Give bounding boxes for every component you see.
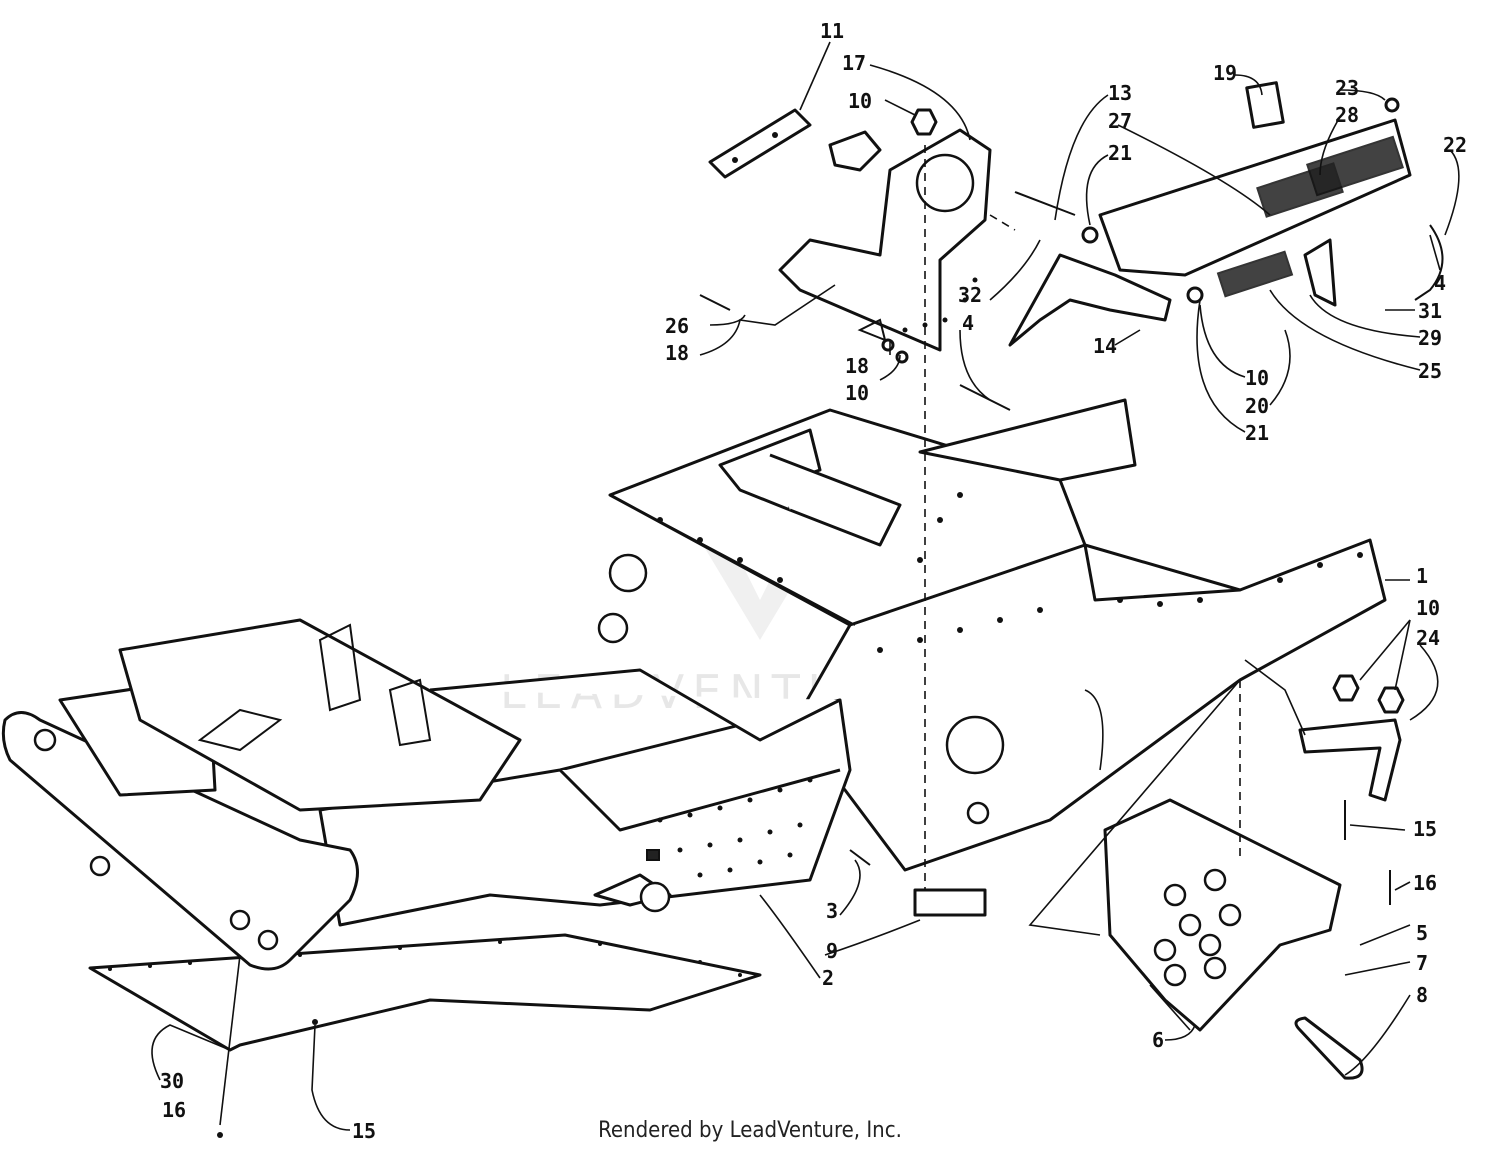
callout-9: 9 (826, 939, 838, 963)
callout-23: 23 (1335, 76, 1359, 100)
footer-credit: Rendered by LeadVenture, Inc. (598, 1118, 902, 1143)
callout-32: 32 (958, 283, 982, 307)
bracket (1008, 253, 1172, 347)
callout-10d: 10 (1416, 596, 1440, 620)
callout-7: 7 (1416, 951, 1428, 975)
callout-6: 6 (1152, 1028, 1164, 1052)
frame-tunnel (597, 398, 1387, 872)
callout-27: 27 (1108, 109, 1132, 133)
callout-28: 28 (1335, 103, 1359, 127)
callout-18a: 18 (665, 341, 689, 365)
callout-4b: 4 (962, 311, 974, 335)
callout-13: 14 (1093, 334, 1117, 358)
mounting-plate (708, 108, 882, 179)
callout-labels: 11 17 10 13 27 21 19 23 28 22 4 31 29 25… (160, 19, 1467, 1143)
footrest (1103, 798, 1342, 1032)
callout-19: 19 (1213, 61, 1237, 85)
callout-17: 17 (842, 51, 866, 75)
steering-post (778, 128, 992, 352)
callout-16: 16 (162, 1098, 186, 1122)
callout-25: 25 (1418, 359, 1442, 383)
callout-5: 5 (1416, 921, 1428, 945)
callout-18b: 18 (845, 354, 869, 378)
callout-4a: 4 (1434, 271, 1446, 295)
callout-12: 13 (1108, 81, 1132, 105)
console-panel (1098, 118, 1412, 307)
callout-26: 26 (665, 314, 689, 338)
callout-3: 3 (826, 899, 838, 923)
callout-10a: 10 (848, 89, 872, 113)
callout-2: 2 (822, 966, 834, 990)
front-bumper (1, 618, 522, 971)
callout-10b: 10 (1245, 366, 1269, 390)
callout-15: 15 (352, 1119, 376, 1143)
callout-11: 11 (820, 19, 844, 43)
callout-14a: 15 (1413, 817, 1437, 841)
leader-lines (151, 41, 1460, 1131)
callout-10c: 10 (845, 381, 869, 405)
callout-1: 1 (1416, 564, 1428, 588)
brace (1298, 718, 1402, 802)
callout-31: 31 (1418, 299, 1442, 323)
hardware (217, 81, 1444, 1138)
callout-30: 30 (160, 1069, 184, 1093)
callout-20: 20 (1245, 394, 1269, 418)
callout-14b: 16 (1413, 871, 1437, 895)
callout-8: 8 (1416, 983, 1428, 1007)
callout-21a: 21 (1108, 141, 1132, 165)
callout-22: 22 (1443, 133, 1467, 157)
support-bar (1294, 1016, 1364, 1080)
callout-21b: 21 (1245, 421, 1269, 445)
callout-24: 24 (1416, 626, 1440, 650)
callout-29: 29 (1418, 326, 1442, 350)
front-bulkhead (318, 668, 852, 927)
